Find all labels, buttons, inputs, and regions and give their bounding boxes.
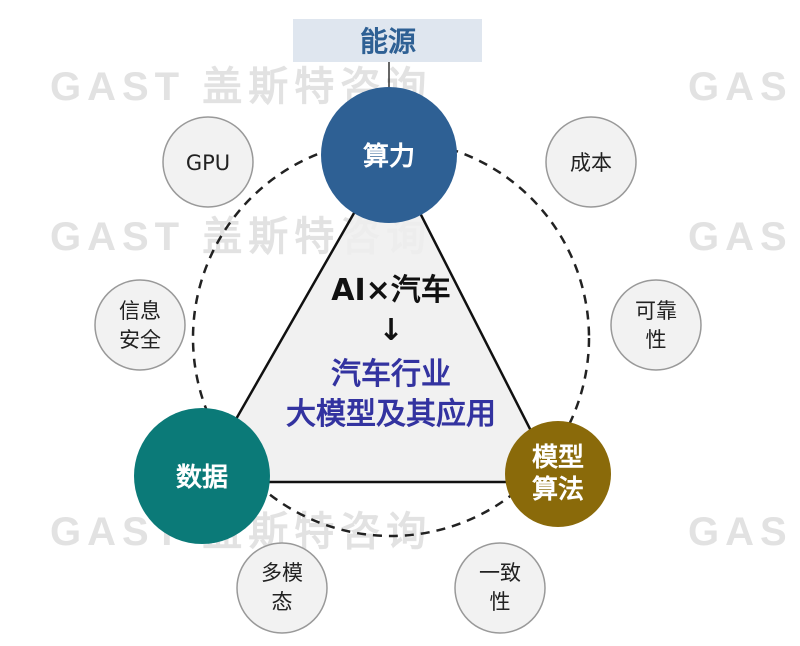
multimodal-label-2: 态 — [272, 590, 293, 614]
center-arrow: ↓ — [378, 313, 403, 348]
reliability-label-1: 可靠 — [635, 299, 677, 323]
compute-label: 算力 — [363, 141, 415, 172]
watermark: GAS — [688, 215, 793, 259]
center-triangle — [197, 149, 560, 484]
satellite-cost: 成本 — [545, 116, 637, 208]
satellite-gpu: GPU — [162, 116, 254, 208]
satellite-consistency: 一致 性 — [454, 542, 546, 634]
consistency-label-2: 性 — [490, 590, 511, 614]
watermark: GAS — [688, 65, 793, 109]
data-label: 数据 — [176, 463, 228, 493]
compute-node — [321, 87, 457, 223]
multimodal-label-1: 多模 — [261, 561, 303, 585]
center-subtitle-1: 汽车行业 — [331, 357, 451, 392]
algorithm-node — [505, 421, 611, 527]
security-label-2: 安全 — [119, 328, 161, 352]
center-title: AI×汽车 — [331, 273, 451, 308]
data-node — [134, 408, 270, 544]
energy-label-box — [293, 19, 482, 62]
reliability-label-2: 性 — [646, 328, 667, 352]
security-label-1: 信息 — [119, 299, 161, 323]
satellite-multimodal: 多模 态 — [236, 542, 328, 634]
center-subtitle-2: 大模型及其应用 — [286, 397, 496, 432]
gpu-label: GPU — [186, 151, 230, 175]
cost-label: 成本 — [570, 151, 612, 175]
algorithm-label-2: 算法 — [532, 474, 584, 505]
watermark: GAS — [688, 510, 793, 554]
algorithm-label-1: 模型 — [532, 443, 584, 473]
energy-label: 能源 — [360, 25, 416, 58]
satellite-reliability: 可靠 性 — [610, 279, 702, 371]
satellite-security: 信息 安全 — [94, 279, 186, 371]
consistency-label-1: 一致 — [479, 561, 521, 585]
